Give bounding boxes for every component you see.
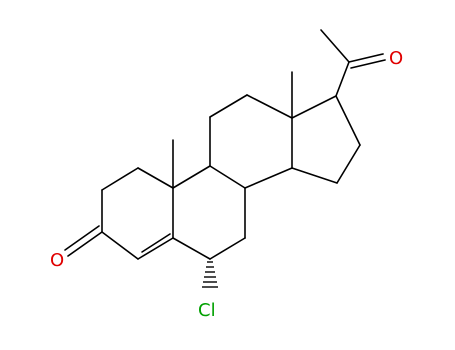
bond (101, 167, 139, 191)
oxygen-label-acetyl: O (389, 48, 403, 69)
bond (172, 237, 211, 260)
bond (246, 94, 293, 119)
hashed-wedge-bond (202, 261, 218, 288)
bond (172, 165, 211, 189)
bond (209, 165, 246, 189)
ring-c (209, 94, 293, 189)
chlorine-label: Cl (198, 300, 216, 321)
carbonyl-bond-double (350, 59, 386, 69)
oxygen-label-ring-a: O (50, 250, 64, 271)
bond (244, 167, 293, 189)
bond (335, 95, 361, 146)
bond (209, 237, 246, 260)
bond (209, 94, 248, 118)
carbonyl-bond (348, 53, 384, 63)
acetyl-group (320, 29, 386, 97)
double-bond-inner (141, 233, 171, 253)
bond (137, 167, 174, 189)
ring-b (172, 165, 246, 260)
bond (336, 144, 361, 184)
bond (101, 231, 139, 260)
bond (320, 29, 350, 63)
bond (291, 167, 338, 184)
bond (137, 237, 174, 260)
methyl-groups (172, 71, 293, 189)
ring-d (291, 95, 361, 184)
carbonyl-bond (67, 231, 103, 257)
bond (335, 61, 350, 97)
carbonyl-bond-double (64, 225, 100, 251)
ring-a (64, 167, 174, 260)
bond (291, 95, 337, 119)
